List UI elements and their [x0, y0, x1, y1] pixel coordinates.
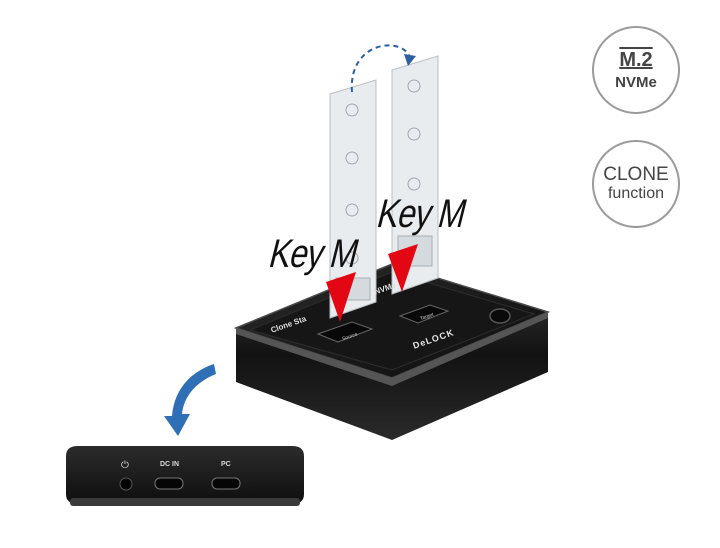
- rotate-arrow-icon: [164, 364, 216, 436]
- ssd-card-target: [391, 55, 439, 295]
- badge-m2-nvme: M.2 NVMe: [592, 26, 680, 114]
- dc-in-port: [154, 477, 184, 490]
- key-m-label-right: Key M: [373, 192, 471, 236]
- slot-target: [398, 304, 450, 324]
- badge-m2-subtitle: NVMe: [615, 74, 657, 91]
- port-label-dc: DC IN: [160, 461, 180, 468]
- slot-source: [316, 321, 374, 343]
- pc-port: [211, 477, 241, 490]
- power-icon[interactable]: [119, 477, 133, 491]
- badge-clone-subtitle: function: [607, 185, 665, 202]
- badge-clone-function: CLONE function: [592, 140, 680, 228]
- port-label-pc: PC: [221, 461, 231, 468]
- port-label-power: ⏻: [121, 460, 129, 471]
- key-m-label-left: Key M: [265, 232, 363, 276]
- docking-station: [233, 263, 551, 440]
- dock-button-icon[interactable]: [489, 308, 511, 324]
- badge-m2-title: M.2: [619, 49, 653, 71]
- dock-back-view: [66, 446, 304, 506]
- insert-arrow-icon: [326, 272, 356, 322]
- badge-clone-title: CLONE: [603, 164, 669, 185]
- insert-arrow-icon: [388, 244, 418, 292]
- clone-arrow-icon: [350, 44, 411, 93]
